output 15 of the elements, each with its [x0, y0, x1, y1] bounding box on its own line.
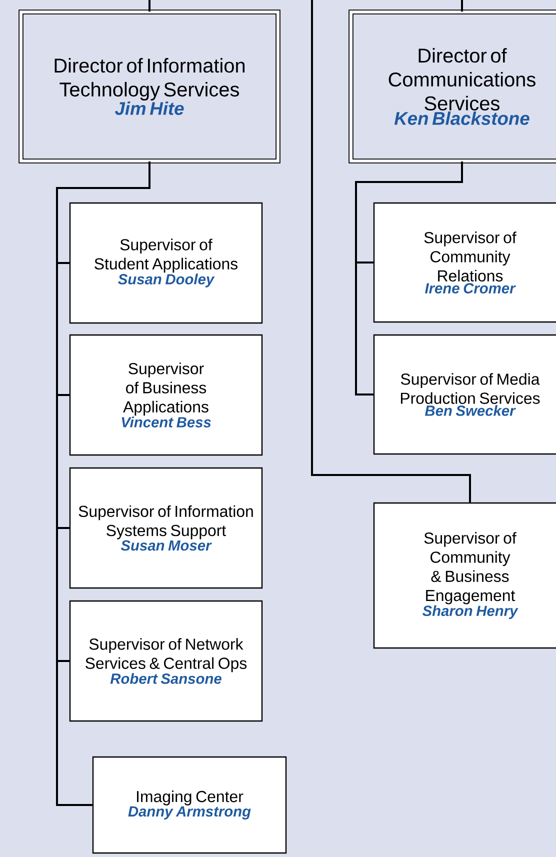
org-box: Supervisor of Community & Business Engagement Sharon Henry: [373, 502, 556, 649]
connector-line: [461, 0, 463, 12]
org-box: Supervisor of Information Systems Support Susan Moser: [69, 467, 263, 589]
org-box: Director of Communications Services Ken Blackstone: [348, 10, 556, 164]
org-box: Supervisor of Student Applications Susan Dooley: [69, 202, 263, 324]
org-box: Supervisor of Business Applications Vincent Bess: [69, 334, 263, 456]
org-box: Director of Information Technology Services Jim Hite: [18, 10, 280, 164]
org-box: Imaging Center Danny Armstrong: [92, 756, 287, 854]
org-box: Supervisor of Network Services & Central Ops Robert Sansone: [69, 600, 263, 722]
org-box: Supervisor of Community Relations Irene Cromer: [373, 202, 556, 323]
org-box: Supervisor of Media Production Services Ben Swecker: [373, 334, 556, 455]
connector-line: [311, 0, 471, 502]
connector-line: [355, 161, 463, 396]
connector-line: [56, 161, 150, 806]
connector-line: [148, 0, 150, 12]
